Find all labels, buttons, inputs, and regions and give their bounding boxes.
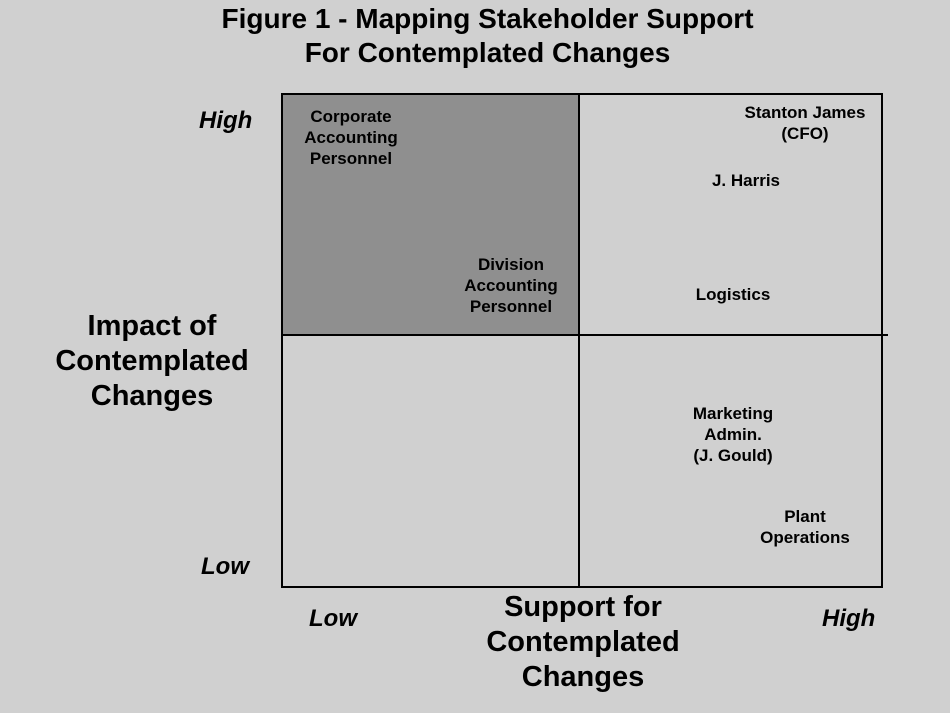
stakeholder-plant-operations: Plant Operations bbox=[740, 506, 870, 548]
y-axis-title-line-3: Changes bbox=[90, 380, 214, 412]
x-axis-high-label: High bbox=[822, 605, 876, 632]
figure-title: Figure 1 - Mapping Stakeholder Support F… bbox=[0, 2, 950, 70]
stakeholder-logistics: Logistics bbox=[673, 284, 793, 305]
stakeholder-line: (CFO) bbox=[781, 124, 829, 143]
quadrant-high-impact-low-support bbox=[283, 95, 579, 336]
figure-title-line-2: For Contemplated Changes bbox=[304, 37, 671, 68]
stakeholder-line: Personnel bbox=[469, 297, 553, 316]
y-axis-title: Impact of Contemplated Changes bbox=[42, 309, 262, 414]
y-axis-high-label: High bbox=[199, 107, 253, 134]
figure-title-line-1: Figure 1 - Mapping Stakeholder Support bbox=[221, 3, 754, 34]
stakeholder-line: Accounting bbox=[464, 276, 558, 295]
x-axis-title-line-3: Changes bbox=[521, 661, 645, 693]
stakeholder-stanton-james: Stanton James (CFO) bbox=[725, 102, 885, 144]
stakeholder-corporate-accounting: Corporate Accounting Personnel bbox=[281, 106, 421, 169]
vertical-divider bbox=[578, 93, 580, 588]
stakeholder-line: Logistics bbox=[695, 285, 771, 304]
stakeholder-division-accounting: Division Accounting Personnel bbox=[441, 254, 581, 317]
stakeholder-line: Operations bbox=[760, 528, 850, 547]
stakeholder-marketing-admin: Marketing Admin. (J. Gould) bbox=[668, 403, 798, 466]
x-axis-low-label: Low bbox=[309, 605, 357, 632]
stakeholder-line: Personnel bbox=[309, 149, 393, 168]
x-axis-title-line-2: Contemplated bbox=[486, 626, 680, 658]
y-axis-title-line-1: Impact of bbox=[87, 310, 217, 342]
stakeholder-line: Stanton James bbox=[744, 103, 866, 122]
stakeholder-line: (J. Gould) bbox=[693, 446, 773, 465]
stakeholder-j-harris: J. Harris bbox=[686, 170, 806, 191]
stakeholder-line: Division bbox=[477, 255, 545, 274]
stakeholder-line: Corporate bbox=[310, 107, 392, 126]
y-axis-low-label: Low bbox=[201, 553, 249, 580]
horizontal-divider bbox=[281, 334, 888, 336]
y-axis-title-line-2: Contemplated bbox=[55, 345, 249, 377]
stakeholder-line: Marketing bbox=[692, 404, 774, 423]
x-axis-title-line-1: Support for bbox=[504, 591, 662, 623]
stakeholder-line: Plant bbox=[784, 507, 826, 526]
stakeholder-line: Accounting bbox=[304, 128, 398, 147]
stakeholder-grid bbox=[281, 93, 888, 588]
stakeholder-line: Admin. bbox=[704, 425, 762, 444]
x-axis-title: Support for Contemplated Changes bbox=[473, 590, 693, 695]
stakeholder-line: J. Harris bbox=[711, 171, 781, 190]
